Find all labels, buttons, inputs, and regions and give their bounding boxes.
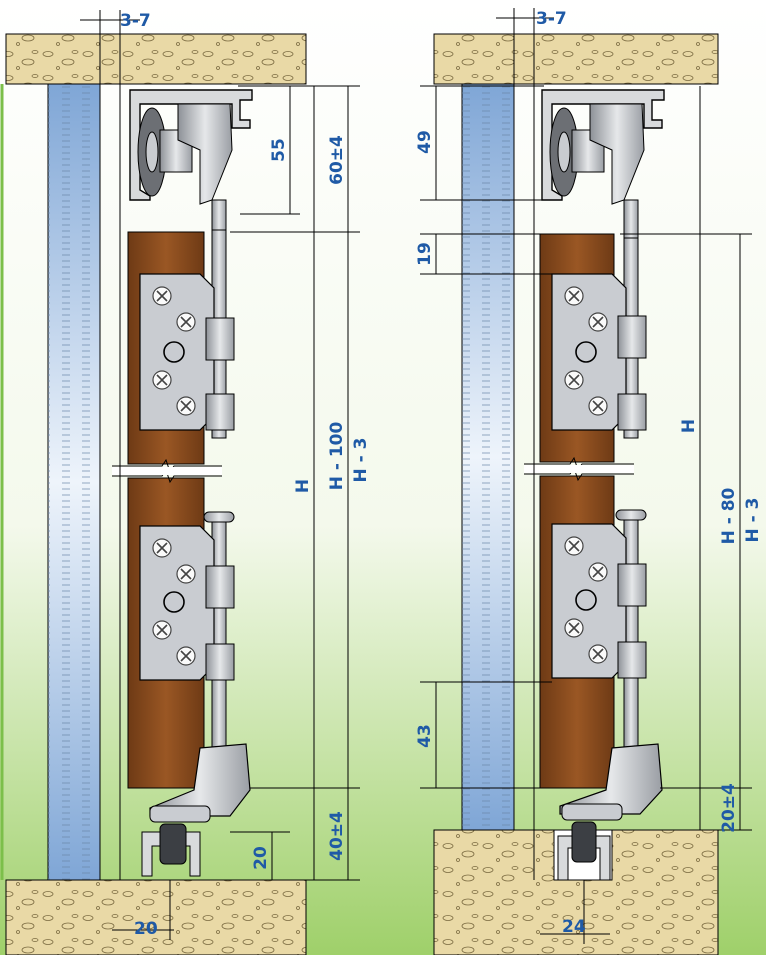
left-hinge-knuckle-1 xyxy=(205,317,235,361)
left-dim-hanger-height: 55 xyxy=(269,138,289,162)
left-hanger-bolt xyxy=(211,199,227,231)
right-dim-height: H xyxy=(679,419,699,433)
left-dim-gap-top: 3-7 xyxy=(120,11,151,31)
right-rod-cap xyxy=(615,509,647,521)
right-break-gap xyxy=(524,465,634,473)
left-hinge-knuckle-4 xyxy=(205,643,235,681)
left-screw-4 xyxy=(176,396,196,416)
left-break-gap xyxy=(112,467,222,475)
right-screw-7 xyxy=(564,618,584,638)
left-hinge-knuckle-3 xyxy=(205,565,235,609)
right-dimension-lines xyxy=(420,8,752,944)
right-ceiling xyxy=(433,33,719,85)
left-rod-cap xyxy=(203,511,235,523)
right-screw-6 xyxy=(588,562,608,582)
right-screw-5 xyxy=(564,536,584,556)
left-dim-guide-width: 20 xyxy=(134,919,158,939)
left-screw-6 xyxy=(176,564,196,584)
right-dim-bottom-offset: 43 xyxy=(415,724,435,748)
left-hinge-hole-lower xyxy=(163,591,185,613)
right-dim-glass-height: H - 3 xyxy=(743,498,763,543)
left-dim-guide-depth: 20 xyxy=(251,846,271,870)
right-glass-hatch xyxy=(462,84,514,830)
right-top-rail xyxy=(541,89,665,201)
left-roller-hub xyxy=(145,131,159,173)
left-hinge-knuckle-2 xyxy=(205,393,235,431)
right-hanger-body xyxy=(589,103,645,205)
left-dim-top-clearance: 60±4 xyxy=(327,135,347,185)
left-guide-shoe xyxy=(149,805,211,823)
right-guide-roller xyxy=(571,821,597,863)
left-screw-5 xyxy=(152,538,172,558)
left-floor xyxy=(5,879,307,956)
right-dim-door-height: H - 80 xyxy=(719,487,739,544)
right-screw-8 xyxy=(588,644,608,664)
right-floor-channel xyxy=(557,835,611,881)
right-figure: 3-7 49 19 H H - 80 H - 3 43 20±4 24 xyxy=(415,8,763,956)
left-dim-bottom-clearance: 40±4 xyxy=(327,811,347,861)
left-break-line-2 xyxy=(112,468,222,484)
right-dim-guide-width: 24 xyxy=(562,917,586,937)
left-screw-1 xyxy=(152,286,172,306)
left-dim-door-height: H - 100 xyxy=(327,422,347,491)
right-screw-1 xyxy=(564,286,584,306)
right-hinge-knuckle-1 xyxy=(617,315,647,359)
right-screw-4 xyxy=(588,396,608,416)
right-screw-3 xyxy=(564,370,584,390)
right-dim-hanger-height: 49 xyxy=(415,130,435,154)
left-screw-2 xyxy=(176,312,196,332)
left-top-rail xyxy=(129,89,253,201)
left-figure: 3-7 55 60±4 H H - 100 H - 3 40±4 20 20 xyxy=(0,10,371,956)
right-break-line-1 xyxy=(524,456,634,472)
left-screw-8 xyxy=(176,646,196,666)
right-screw-2 xyxy=(588,312,608,332)
left-dim-height: H xyxy=(293,479,313,493)
right-roller-hub xyxy=(557,131,571,173)
right-hinge-knuckle-3 xyxy=(617,563,647,607)
right-dim-gap-top: 3-7 xyxy=(536,9,567,29)
right-hinge-hole-upper xyxy=(575,341,597,363)
right-dim-bottom-clearance: 20±4 xyxy=(719,783,739,833)
right-dim-hinge-offset: 19 xyxy=(415,242,435,266)
right-break-line-2 xyxy=(524,466,634,482)
right-hinge-knuckle-2 xyxy=(617,393,647,431)
right-guide-shoe xyxy=(561,803,623,821)
right-hinge-hole-lower xyxy=(575,589,597,611)
left-dimension-lines xyxy=(80,10,360,940)
left-dim-glass-height: H - 3 xyxy=(351,438,371,483)
left-glass-hatch xyxy=(48,84,100,880)
left-hanger-body xyxy=(177,103,233,205)
left-break-line-1 xyxy=(112,458,222,474)
left-guide-roller xyxy=(159,823,187,865)
left-screw-3 xyxy=(152,370,172,390)
right-hinge-knuckle-4 xyxy=(617,641,647,679)
left-screw-7 xyxy=(152,620,172,640)
left-hinge-hole-upper xyxy=(163,341,185,363)
left-ceiling xyxy=(5,33,307,85)
